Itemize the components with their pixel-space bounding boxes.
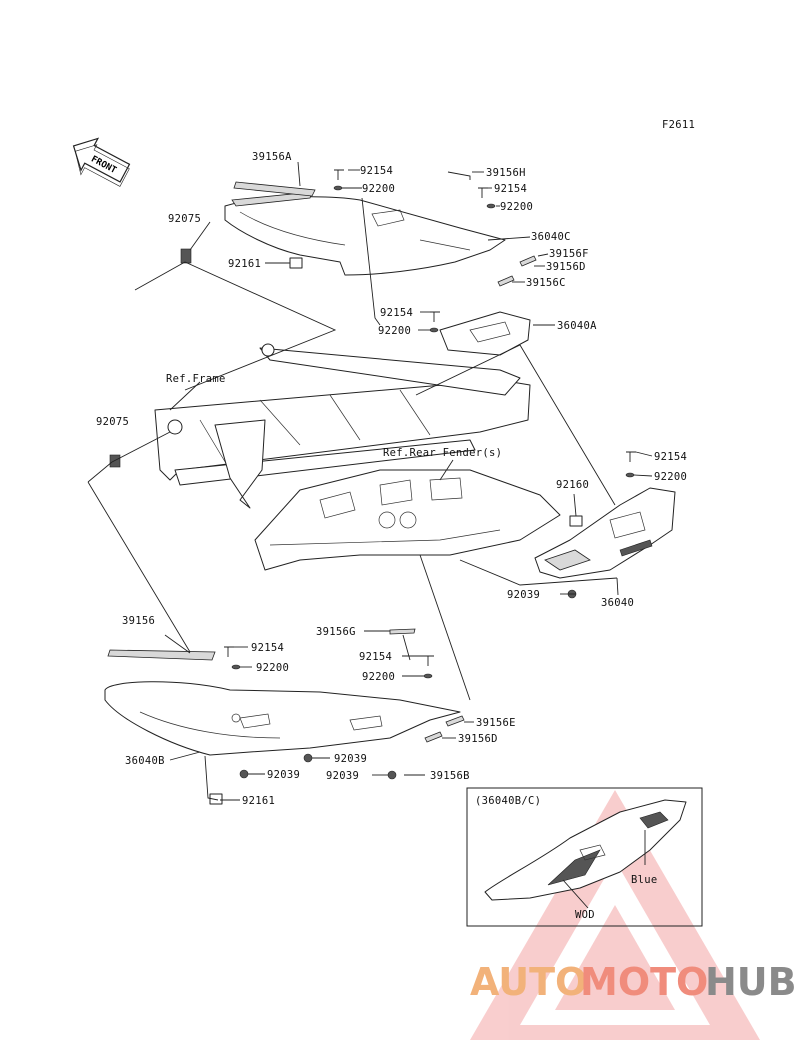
collar-92161-lower-icon [209,793,223,805]
washer-92200-icon [333,185,343,191]
part-label: 36040C [531,231,571,243]
inset-title: (36040B/C) [475,795,541,807]
bolt-92154-icon [430,311,440,322]
part-label: 92200 [362,183,395,195]
color-variant-inset: (36040B/C) Blue WOD [466,787,703,927]
washer-92200-icon [625,472,635,478]
part-label: 92160 [556,479,589,491]
part-label: 92039 [334,753,367,765]
watermark-moto: MOTO [580,960,708,1004]
clip-39156h-icon [447,171,471,180]
strip-39156e-icon [445,715,465,727]
part-labels: 39156A 92154 92200 39156H 92154 92200 36… [96,151,687,807]
part-label: 39156H [486,167,526,179]
part-label: 92200 [362,671,395,683]
washer-92200-icon [486,203,496,209]
grommet-92075-lower-icon [109,454,121,468]
bolt-92154-icon [626,451,636,462]
cover-36040a [439,311,531,356]
side-cover-36040b [104,681,461,756]
part-label: 36040B [125,755,165,767]
part-label: 92200 [654,471,687,483]
strip-39156d-lower-icon [424,731,443,743]
part-label: 92075 [168,213,201,225]
part-label: 39156 [122,615,155,627]
bolt-92154-icon [334,169,344,180]
part-label: 92200 [256,662,289,674]
part-label: 39156B [430,770,470,782]
part-label: 92075 [96,416,129,428]
part-label: 92154 [360,165,393,177]
part-label: 92161 [228,258,261,270]
part-label: 92154 [380,307,413,319]
watermark-logo: AUTO MOTO HUB [470,960,797,1004]
watermark-auto: AUTO [470,960,587,1004]
part-label: 39156C [526,277,566,289]
washer-92200-icon [423,673,433,679]
damper-92160-icon [569,515,583,527]
side-cover-36040c [224,191,506,276]
nut-92039-icon [387,770,397,780]
diagram-code: F2611 [662,119,695,131]
part-label: 92039 [267,769,300,781]
strip-39156d-icon [519,255,537,267]
part-label: 92039 [507,589,540,601]
nut-92039-icon [239,769,249,779]
watermark-hub: HUB [705,960,797,1004]
part-label: 92200 [378,325,411,337]
ref-rear-fender-label: Ref.Rear Fender(s) [383,447,502,459]
rear-fender [254,469,561,571]
part-label: 92154 [359,651,392,663]
part-label: 36040A [557,320,597,332]
strip-39156 [107,649,216,661]
strip-39156c-icon [497,275,515,287]
part-label: 39156F [549,248,589,260]
inset-color-wod: WOD [575,909,595,921]
bolt-92154-icon [224,646,234,657]
watermark-triangle [470,790,760,1040]
inset-color-blue: Blue [631,874,658,886]
grommet-92075-upper-icon [180,248,192,264]
washer-92200-icon [231,664,241,670]
ref-frame-label: Ref.Frame [166,373,226,385]
strip-39156a [233,181,316,197]
part-label: 39156D [546,261,586,273]
part-label: 92200 [500,201,533,213]
bolt-92154-icon [424,655,434,666]
tail-cover-36040 [534,487,676,579]
strip-39156g [389,628,416,635]
part-label: 36040 [601,597,634,609]
part-label: 39156E [476,717,516,729]
bolt-92154-icon [478,187,488,198]
washer-92200-icon [429,327,439,333]
nut-92039-icon [303,753,313,763]
frame-assembly [154,343,531,509]
part-label: 39156G [316,626,356,638]
leader-lines [87,161,653,801]
front-arrow-icon: FRONT [72,137,131,187]
part-label: 39156D [458,733,498,745]
part-label: 92154 [654,451,687,463]
collar-92161-upper-icon [289,257,303,269]
part-label: 92154 [494,183,527,195]
part-label: 39156A [252,151,292,163]
part-label: 92161 [242,795,275,807]
part-label: 92154 [251,642,284,654]
part-label: 92039 [326,770,359,782]
